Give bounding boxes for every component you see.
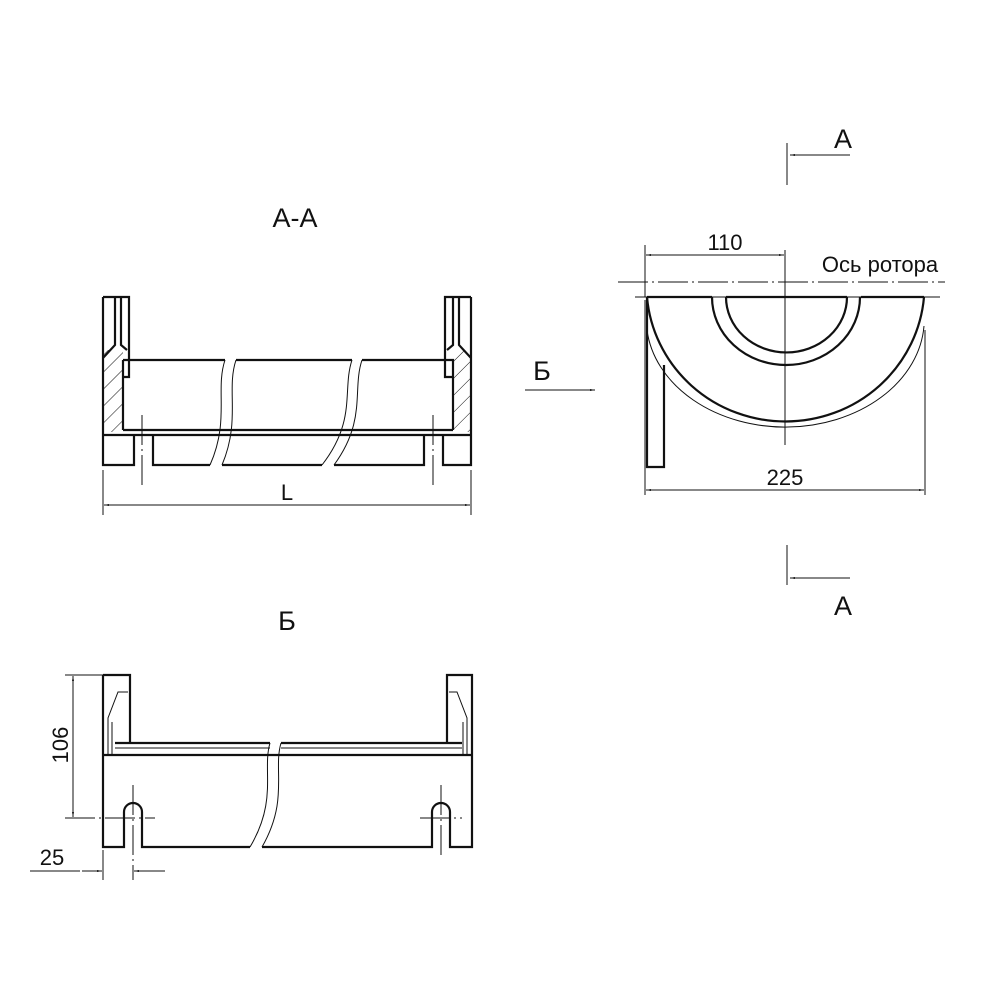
side-view: А А Б 110 Ось ротора 225 [525, 124, 945, 621]
view-b-title: Б [278, 606, 296, 636]
dim-225-label: 225 [767, 465, 804, 490]
section-aa-view: А-А L [101, 203, 473, 515]
section-aa-title: А-А [272, 203, 317, 233]
cut-label-top: А [834, 124, 852, 154]
cut-label-bottom: А [834, 591, 852, 621]
view-b: Б 106 25 [30, 606, 474, 880]
dim-length-label: L [281, 480, 293, 505]
view-b-arrow-label: Б [533, 356, 551, 386]
dim-25-label: 25 [40, 845, 64, 870]
axis-label: Ось ротора [822, 252, 939, 277]
dim-106-label: 106 [48, 727, 73, 764]
dim-110-label: 110 [707, 230, 742, 255]
